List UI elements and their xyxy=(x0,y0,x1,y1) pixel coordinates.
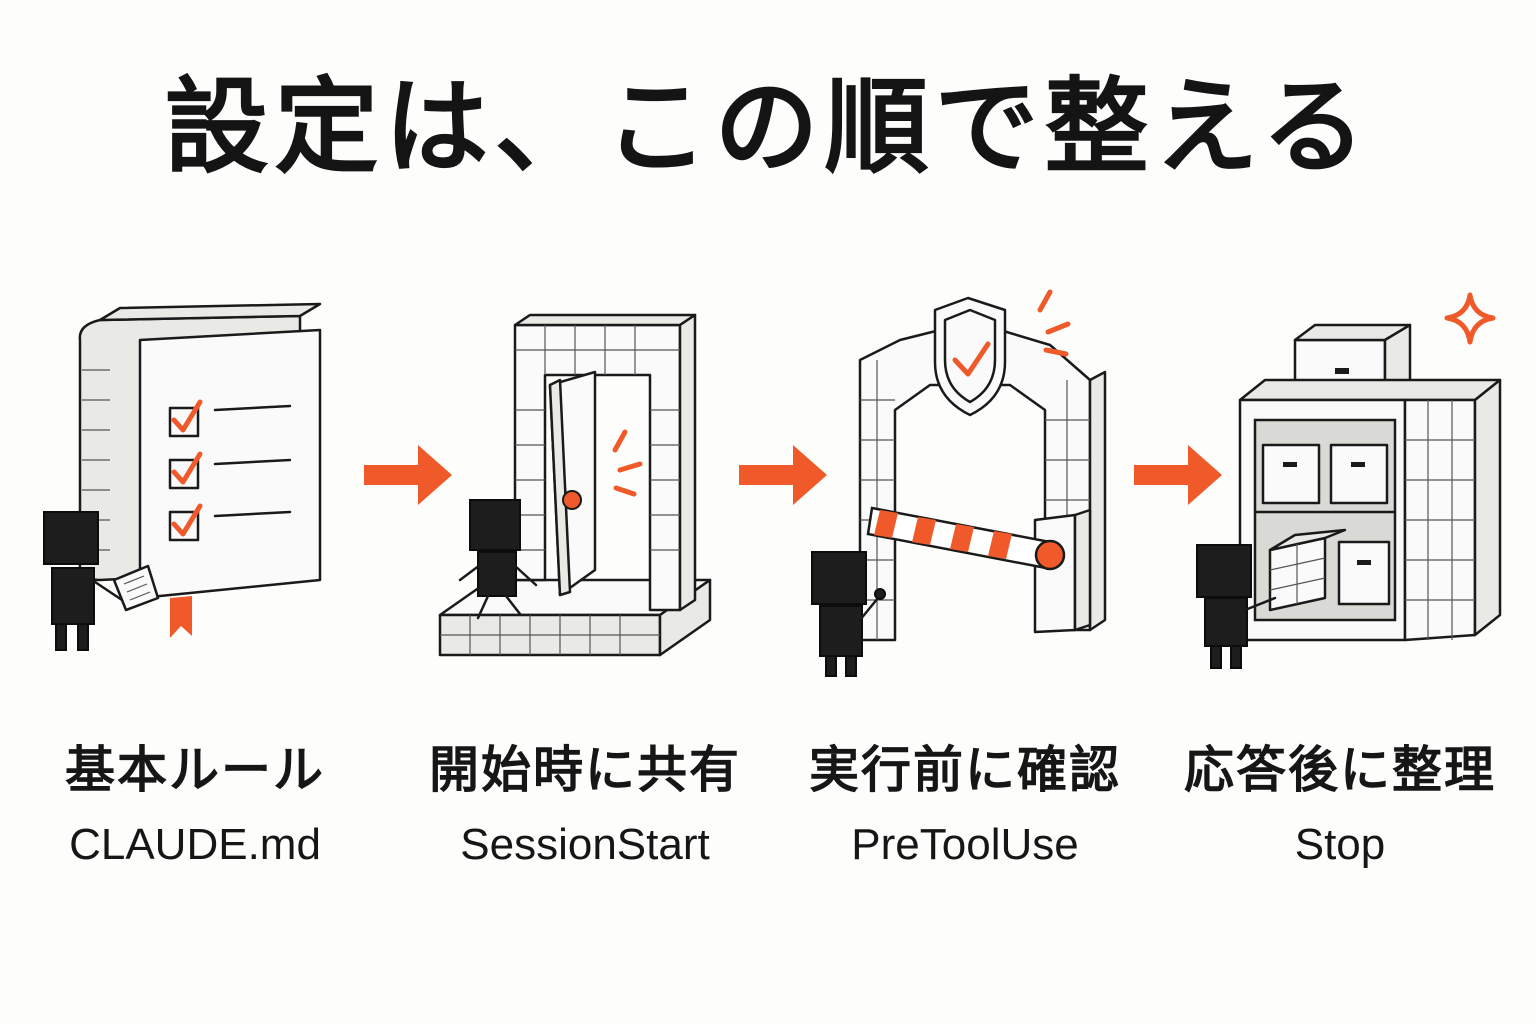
arrow-right-icon xyxy=(1134,445,1222,505)
step-label: 実行前に確認 xyxy=(809,741,1121,799)
page-title: 設定は、この順で整える xyxy=(164,65,1372,188)
robot-icon xyxy=(458,499,538,620)
arrow-right-icon xyxy=(739,445,827,505)
step-sublabel: PreToolUse xyxy=(851,820,1079,869)
step-sublabel: SessionStart xyxy=(460,820,710,869)
arrow-right-icon xyxy=(364,445,452,505)
step-pre-tool-use: 実行前に確認 PreToolUse xyxy=(800,280,1130,900)
step-session-start: 開始時に共有 SessionStart xyxy=(420,280,750,900)
step-sublabel: Stop xyxy=(1294,820,1386,869)
checklist-book-icon xyxy=(43,302,322,651)
step-label: 開始時に共有 xyxy=(429,741,741,799)
step-label: 基本ルール xyxy=(65,741,325,799)
step-sublabel: CLAUDE.md xyxy=(69,820,321,869)
step-label: 応答後に整理 xyxy=(1184,741,1496,799)
robot-icon xyxy=(1196,544,1277,669)
robot-icon xyxy=(811,551,886,677)
step-claude-md: 基本ルール CLAUDE.md xyxy=(30,280,360,900)
doorway-icon xyxy=(438,313,712,657)
checkbox-icon xyxy=(168,399,292,542)
storage-shelf-icon xyxy=(1196,292,1502,669)
robot-icon xyxy=(43,511,160,651)
step-stop: 応答後に整理 Stop xyxy=(1175,280,1505,900)
shield-gate-icon xyxy=(811,289,1107,677)
